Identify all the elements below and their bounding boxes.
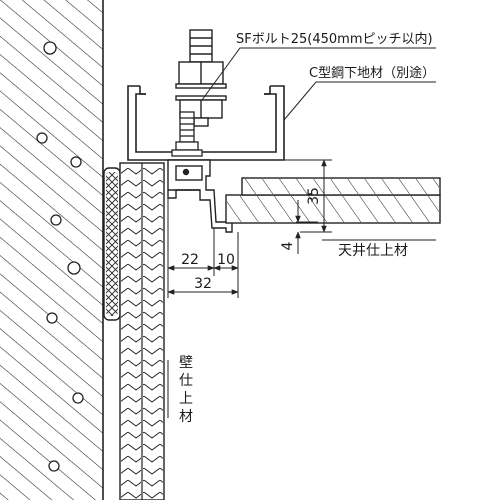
wall-label-char: 仕 <box>179 373 193 389</box>
wall-board-layer <box>103 167 121 321</box>
wall-label-char: 材 <box>179 409 193 425</box>
dim-22: 22 <box>181 252 199 268</box>
wall-finish-label: 壁 仕 上 材 <box>179 355 193 425</box>
aggregate-dots <box>36 41 84 472</box>
ceiling-finish-panel <box>225 177 441 224</box>
dim-4: 4 <box>280 241 296 250</box>
wall-label-char: 上 <box>179 391 193 407</box>
fixing-screw <box>171 111 203 157</box>
ceiling-finish-label: 天井仕上材 <box>338 243 408 259</box>
bolt-label: SFボルト25(450mmピッチ以内) <box>236 31 433 47</box>
wall-finish-panel <box>119 162 165 500</box>
dim-35: 35 <box>306 187 322 205</box>
leader-lines <box>167 47 436 418</box>
dimension-lines <box>167 159 332 298</box>
c-channel-label: C型鋼下地材（別途） <box>309 65 435 81</box>
edge-profile <box>167 159 233 233</box>
concrete-wall <box>0 0 104 500</box>
dim-32: 32 <box>194 276 212 292</box>
wall-label-char: 壁 <box>179 355 193 371</box>
dim-10: 10 <box>217 252 235 268</box>
